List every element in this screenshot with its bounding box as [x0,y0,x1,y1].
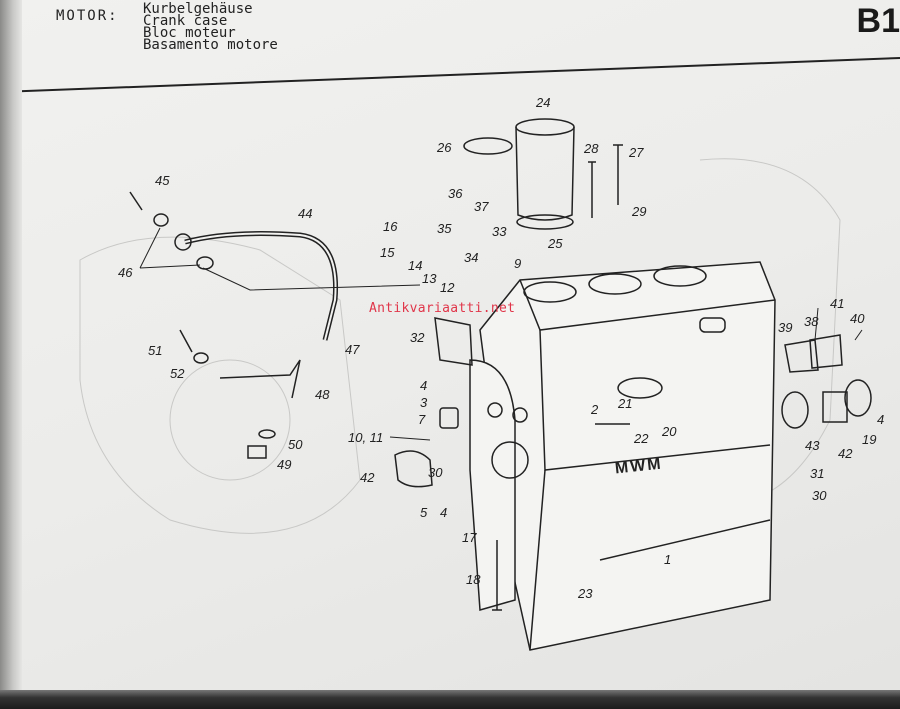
part-label: 50 [288,437,303,452]
part-label: 41 [830,296,845,311]
exploded-diagram [0,57,900,651]
watermark: Antikvariaatti.net [369,301,516,316]
part-label: 14 [408,258,423,273]
header-divider [0,57,900,93]
part-label: 30 [428,465,443,480]
part-label: 26 [437,140,452,155]
part-label: 42 [838,446,853,461]
leader-lines [139,227,863,441]
part-label: 31 [810,466,825,481]
part-label: 13 [422,271,437,286]
part-label: 35 [437,221,452,236]
part-label: 38 [804,314,819,329]
title-de: Kurbelgehäuse [143,1,253,17]
part-label: 15 [380,245,395,260]
part-label: 40 [850,311,865,326]
part-label: 22 [634,431,649,446]
part-label: 19 [862,432,877,447]
oil-pipe [153,213,339,459]
part-label: 3 [420,395,428,410]
part-label: 27 [629,145,644,160]
part-label: 29 [632,204,647,219]
part-label: 30 [812,488,827,503]
part-label: 46 [118,265,133,280]
part-label: 12 [440,280,455,295]
part-label: 34 [464,250,479,265]
part-label: 9 [514,256,522,271]
section-label: MOTOR: [56,8,119,24]
page-binding-edge [0,0,22,709]
title-block: Kurbelgehäuse Crank case Bloc moteur Bas… [143,1,278,53]
part-label: 37 [474,199,489,214]
part-label: 1 [664,552,672,567]
part-label: 5 [420,505,428,520]
part-label: 20 [662,424,677,439]
part-label: 51 [148,343,163,358]
part-label: 44 [298,206,313,221]
crankcase-block [469,261,776,651]
part-label: 21 [618,396,633,411]
title-en: Crank case [143,13,228,29]
part-label: 43 [805,438,820,453]
part-label: 36 [448,186,463,201]
catalog-page: MOTOR: Kurbelgehäuse Crank case Bloc mot… [0,0,900,690]
part-label: 45 [155,173,170,188]
part-label: 17 [462,530,477,545]
part-label: 52 [170,366,185,381]
part-label: 48 [315,387,330,402]
part-label: 2 [591,402,599,417]
part-label: 10, 11 [348,430,384,445]
table-surface [0,690,900,709]
part-label: 18 [466,572,481,587]
part-label: 4 [420,378,428,393]
part-label: 4 [877,412,885,427]
part-label: 24 [536,95,551,110]
page-code: B1 [856,2,900,40]
part-label: 49 [277,457,292,472]
title-fr: Bloc moteur [143,25,236,41]
part-label: 39 [778,320,793,335]
part-label: 47 [345,342,360,357]
part-label: 23 [578,586,593,601]
part-label: 32 [410,330,425,345]
part-label: 7 [418,412,426,427]
part-label: 4 [440,505,448,520]
part-label: 28 [584,141,599,156]
part-label: 25 [548,236,563,251]
title-it: Basamento motore [143,37,278,53]
part-label: 42 [360,470,375,485]
part-label: 16 [383,219,398,234]
covers [394,317,872,488]
cylinder-liner [463,118,575,230]
part-label: 33 [492,224,507,239]
bolts [129,144,630,611]
